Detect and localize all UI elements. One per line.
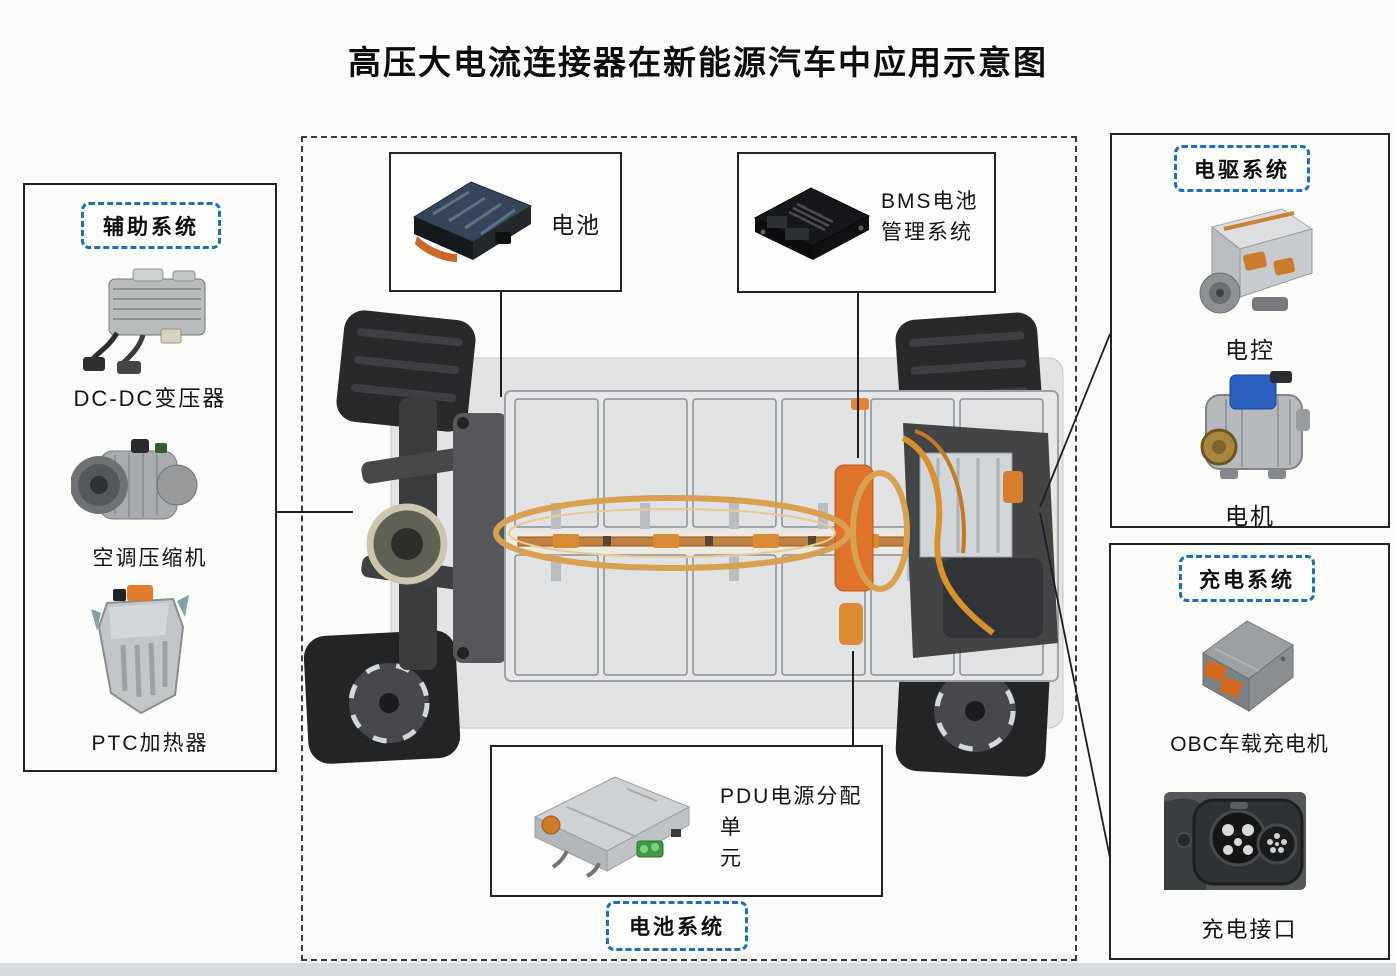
battery-box: 电池: [389, 152, 622, 292]
motor-label: 电机: [1225, 503, 1275, 529]
ac-compressor-image: [71, 439, 198, 520]
rear-drive-cluster: [901, 423, 1058, 658]
battery-label: 电池: [551, 212, 601, 238]
pdu-label-line2: 元: [720, 847, 743, 870]
wheel-front-bottom: [303, 630, 461, 764]
pdu-unit-image: [533, 776, 691, 878]
obc-charger-label: OBC车载充电机: [1170, 733, 1329, 756]
bms-box: BMS电池 管理系统: [737, 152, 996, 293]
pdu-label: PDU电源分配单 元: [720, 781, 875, 874]
ptc-heater-image: [91, 585, 189, 715]
edrive-system-header: 电驱系统: [1174, 145, 1310, 192]
ac-compressor-label: 空调压缩机: [92, 547, 208, 570]
wheel-front-top: [336, 310, 476, 432]
auxiliary-system-panel: 辅助系统 DC-DC变压器 空调压缩机: [23, 183, 277, 772]
front-subframe: [361, 398, 513, 670]
bottom-strip: [0, 963, 1396, 976]
diagram-title: 高压大电流连接器在新能源汽车中应用示意图: [348, 44, 1048, 81]
edrive-system-panel: 电驱系统 电控 电机: [1110, 133, 1390, 529]
bms-module-image: [753, 187, 871, 260]
obc-charger-image: [1202, 620, 1294, 713]
charge-port-image: [1164, 792, 1306, 890]
pdu-box: PDU电源分配单 元: [490, 745, 883, 897]
charge-port-label: 充电接口: [1201, 917, 1298, 942]
charging-system-header: 充电系统: [1179, 555, 1315, 602]
dcdc-converter-image: [83, 268, 206, 374]
ev-chassis-image: [303, 310, 1064, 777]
charging-system-panel: 充电系统 OBC车载充电机 充电接口: [1109, 543, 1390, 960]
pdu-label-line1: PDU电源分配单: [720, 785, 863, 839]
bms-label-line1: BMS电池: [881, 190, 979, 213]
bms-label-line2: 管理系统: [881, 221, 973, 244]
busbar-highlight-ellipse: [493, 495, 851, 571]
motor-image: [1200, 371, 1310, 479]
auxiliary-system-header: 辅助系统: [81, 202, 221, 249]
motor-controller-image: [1199, 208, 1314, 314]
ptc-heater-label: PTC加热器: [91, 732, 209, 755]
battery-system-header: 电池系统: [606, 901, 748, 951]
battery-pack-image: [412, 181, 533, 262]
bms-label: BMS电池 管理系统: [881, 186, 991, 248]
dcdc-converter-label: DC-DC变压器: [73, 386, 227, 411]
motor-controller-label: 电控: [1225, 337, 1275, 363]
rear-connector-highlight-ellipse: [850, 470, 910, 592]
